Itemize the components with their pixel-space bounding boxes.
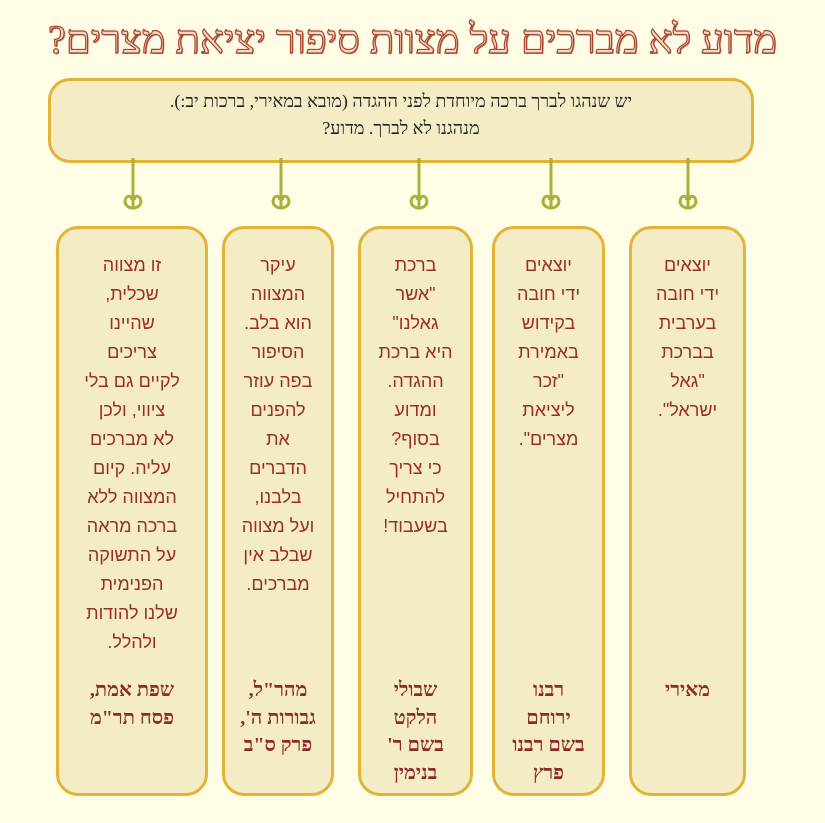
connector-4 xyxy=(271,158,291,210)
column-text: עיקר המצווה הוא בלב. הסיפור בפה עוזר להפ… xyxy=(241,255,315,594)
column-source: מהר"ל, גבורות ה', פרק ס"ב xyxy=(240,679,316,756)
column-source: רבנו ירוחם בשם רבנו פרץ xyxy=(512,679,585,784)
column-text: זו מצווה שכלית, שהיינו צריכים לקיים גם ב… xyxy=(84,255,180,652)
intro-line-1: יש שנהגו לברך ברכה מיוחדת לפני ההגדה (מו… xyxy=(169,91,633,111)
column-source: שבולי הלקט בשם ר' בנימין xyxy=(387,679,444,784)
column-text: יוצאים ידי חובה בקידוש באמירת "זכר ליציא… xyxy=(516,255,581,449)
column-maharal: עיקר המצווה הוא בלב. הסיפור בפה עוזר להפ… xyxy=(222,226,334,796)
column-meiri: יוצאים ידי חובה בערבית בברכת "גאל ישראל"… xyxy=(629,226,746,796)
column-rabbenu-yerucham: יוצאים ידי חובה בקידוש באמירת "זכר ליציא… xyxy=(492,226,605,796)
intro-line-2: מנהגנו לא לברך. מדוע? xyxy=(322,118,480,138)
connector-2 xyxy=(541,158,561,210)
column-text: יוצאים ידי חובה בערבית בברכת "גאל ישראל"… xyxy=(655,255,720,420)
column-source: שפת אמת, פסח תר"מ xyxy=(89,679,175,729)
page-title: מדוע לא מברכים על מצוות סיפור יציאת מצרי… xyxy=(47,16,777,62)
column-shibbolei-haleket: ברכת "אשר גאלנו" היא ברכת ההגדה. ומדוע ב… xyxy=(358,226,473,796)
column-text: ברכת "אשר גאלנו" היא ברכת ההגדה. ומדוע ב… xyxy=(378,255,453,536)
connector-5 xyxy=(123,158,143,210)
column-source: מאירי xyxy=(664,679,710,701)
intro-box: יש שנהגו לברך ברכה מיוחדת לפני ההגדה (מו… xyxy=(48,78,754,163)
connector-1 xyxy=(678,158,698,210)
column-sfat-emet: זו מצווה שכלית, שהיינו צריכים לקיים גם ב… xyxy=(56,226,208,796)
connector-3 xyxy=(409,158,429,210)
